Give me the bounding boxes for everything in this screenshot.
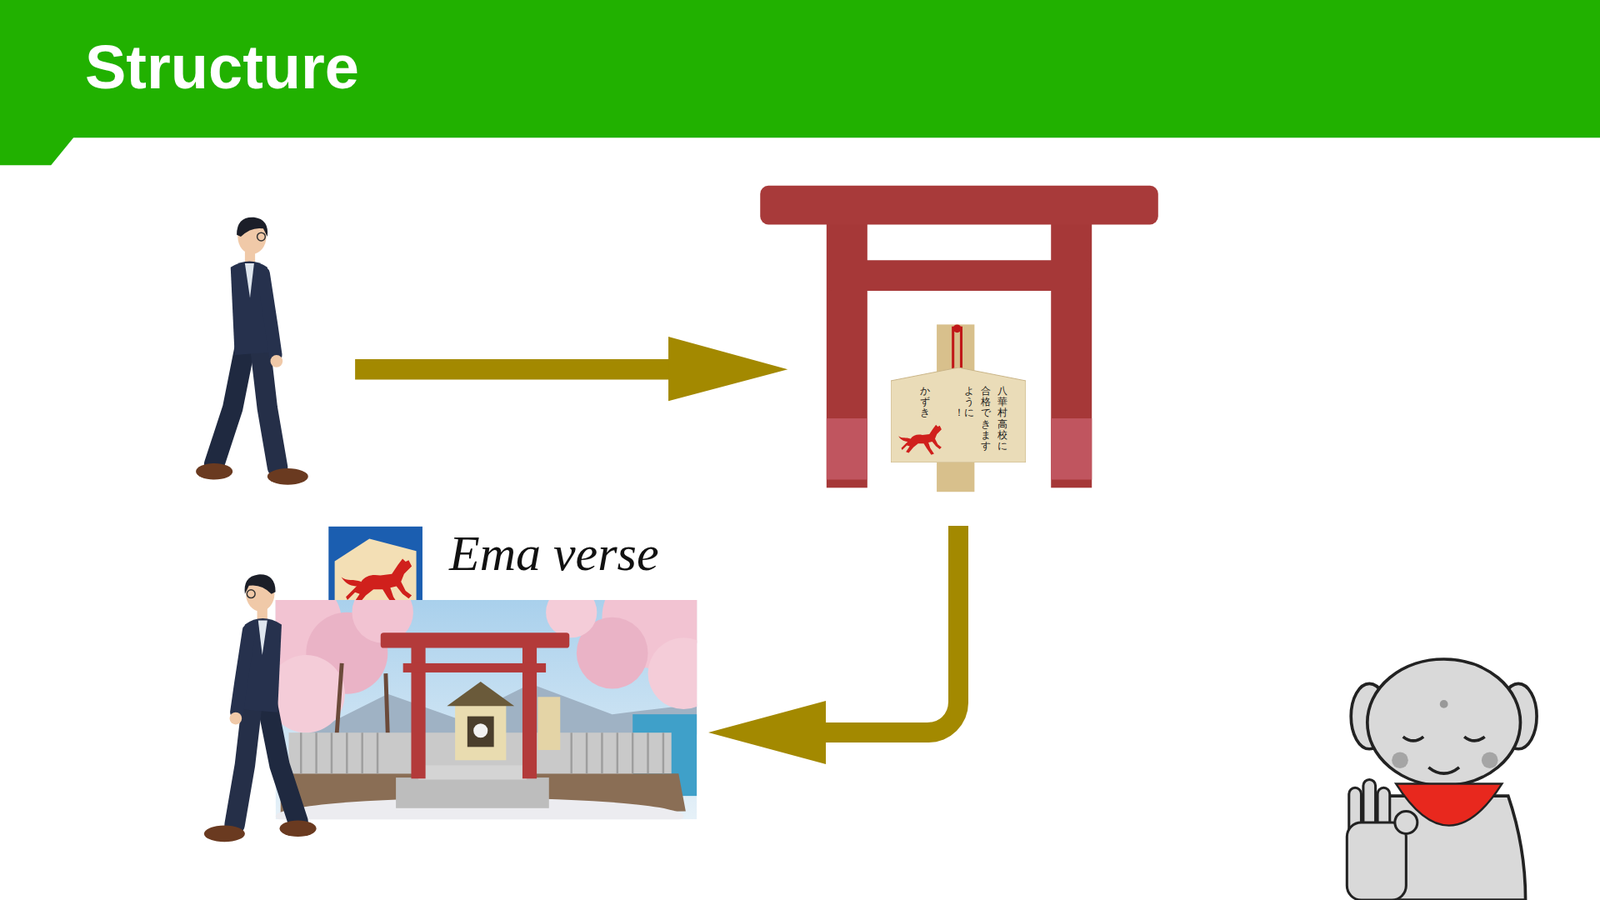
torii-gate [826,418,868,480]
torii-gate [760,185,1159,225]
ema-plaque: 八華村高校に 合格できます ように！ かずき [890,367,1026,463]
app-screenshot [455,704,506,760]
app-screenshot [275,600,698,820]
app-screenshot [545,600,597,638]
app-screenshot [403,663,546,673]
app-screenshot [522,640,537,779]
horse-emblem [895,420,945,458]
arrow-head [708,700,826,765]
app-screenshot [336,663,388,735]
app-screenshot [473,723,488,738]
signature-text: かずき [920,385,930,420]
app-screenshot [275,600,698,820]
header-bar [0,0,1600,165]
app-screenshot [250,566,720,835]
jizo-statue [1391,751,1409,769]
jizo-statue [1367,659,1521,786]
app-screenshot [380,632,570,648]
jizo-statue [1395,810,1418,834]
jizo-statue [1428,767,1460,774]
ema-post [953,326,962,370]
jizo-statue [1440,700,1449,709]
app-screenshot [446,681,515,706]
torii-gate [828,260,1090,291]
jizo-statue [1346,659,1537,900]
flow-arrow [668,336,788,401]
app-screen: Ema verse [275,525,697,820]
jizo-statue [1346,822,1406,900]
jizo-statue [1403,736,1485,741]
app-screenshot [418,765,527,780]
title-holder: Structure [85,33,360,101]
ema-post [953,324,962,333]
horse-emblem [898,425,942,455]
wish-text: 八華村高校に 合格できます ように！ [963,385,1008,453]
walking-man [204,574,317,842]
flow-arrow [355,336,788,401]
torii-gate [826,204,868,488]
app-screenshot [648,637,698,710]
flow-arrow [824,525,959,733]
slide-title: Structure [85,33,360,101]
app-screenshot [275,655,345,733]
torii-gate [1050,204,1092,488]
torii-gate [1050,418,1092,480]
ema-board [890,367,1026,463]
walking-man [195,217,309,485]
flow-connector [708,525,959,765]
app-screenshot [537,696,560,750]
jizo-statue [1481,751,1499,769]
app-name: Ema verse [449,525,697,581]
flow-arrow [355,359,672,380]
app-screenshot [467,716,495,748]
app-screenshot [395,777,550,809]
app-screenshot [410,640,425,779]
